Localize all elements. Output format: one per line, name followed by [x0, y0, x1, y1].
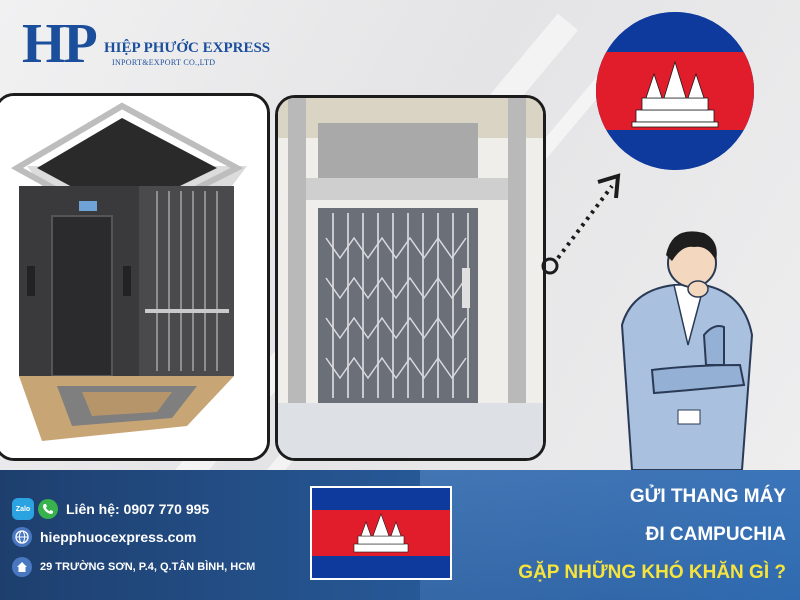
flag-circle-graphic	[596, 12, 754, 170]
banner-glow	[420, 470, 800, 600]
website-link[interactable]: hiepphuocexpress.com	[40, 529, 197, 545]
logo-company-name: HIỆP PHƯỚC EXPRESS	[104, 40, 271, 56]
logo-subtitle: INPORT&EXPORT CO.,LTD	[112, 58, 216, 67]
phone-text[interactable]: Liên hệ: 0907 770 995	[66, 501, 210, 517]
headline-line-2: ĐI CAMPUCHIA	[645, 524, 786, 545]
freight-elevator-photo	[275, 95, 546, 461]
businessman-illustration	[620, 231, 754, 470]
cambodia-flag-circle	[596, 12, 754, 170]
address-text: 29 TRƯỜNG SƠN, P.4, Q.TÂN BÌNH, HCM	[40, 561, 256, 573]
contact-address-row: 29 TRƯỜNG SƠN, P.4, Q.TÂN BÌNH, HCM	[12, 556, 255, 578]
freight-elevator-illustration	[278, 98, 543, 458]
zalo-icon: Zalo	[12, 498, 34, 520]
elevator-cabin-illustration	[0, 96, 267, 458]
phone-icon	[38, 499, 58, 519]
dotted-arrow-icon	[541, 173, 621, 275]
headline-line-1: GỬI THANG MÁY	[629, 486, 786, 507]
company-logo: HP HIỆP PHƯỚC EXPRESS INPORT&EXPORT CO.,…	[22, 13, 270, 75]
headline-line-3: GẶP NHỮNG KHÓ KHĂN GÌ ?	[518, 562, 786, 583]
cambodia-flag-rect	[310, 486, 452, 580]
logo-mark: HP	[22, 13, 98, 75]
contact-website-row: hiepphuocexpress.com	[12, 526, 196, 548]
home-icon	[12, 557, 32, 577]
contact-phone-row: Zalo Liên hệ: 0907 770 995	[12, 498, 209, 520]
flag-rect-graphic	[312, 488, 450, 578]
passenger-elevator-photo	[0, 93, 270, 461]
globe-icon	[12, 527, 32, 547]
